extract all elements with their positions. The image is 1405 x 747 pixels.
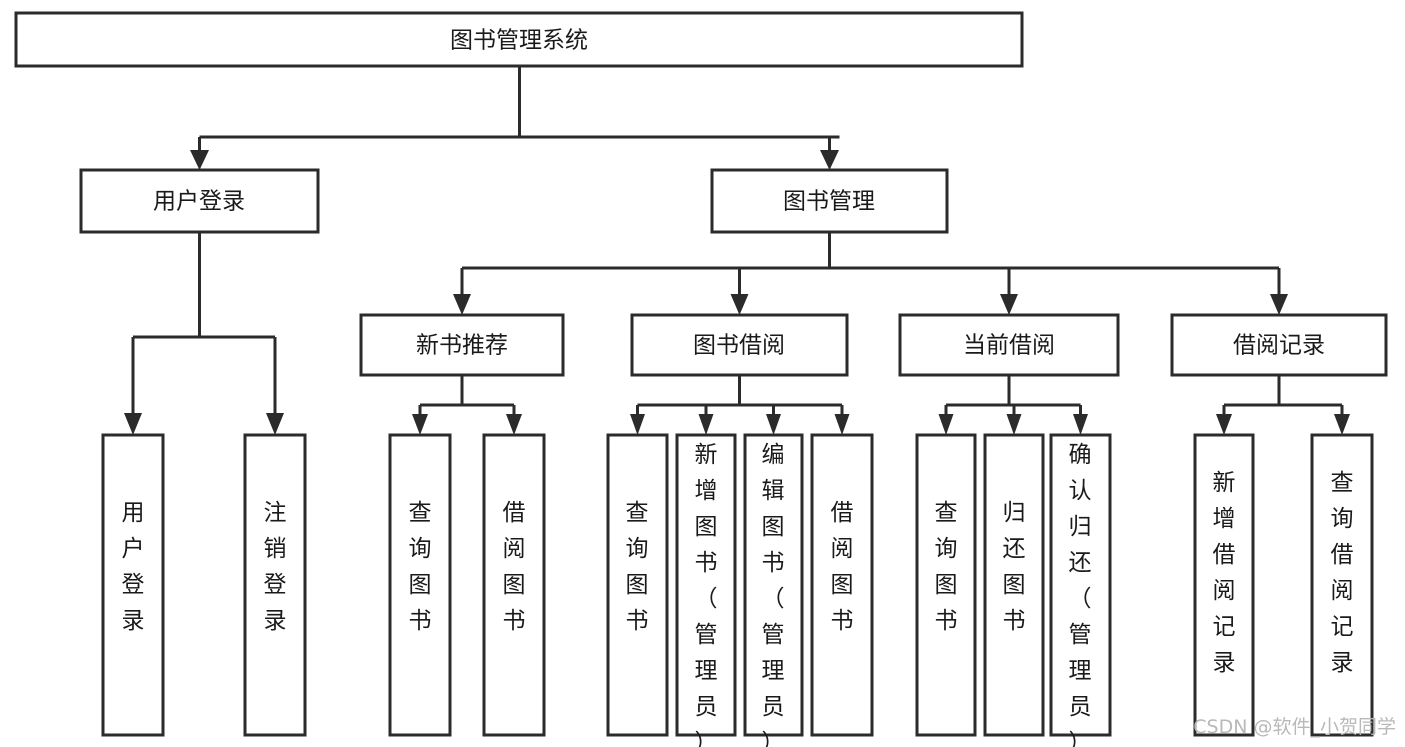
node-leaf-borrow-book-rec-box[interactable] bbox=[482, 433, 546, 737]
node-leaf-query-borrow-record[interactable]: 查询借阅记录 bbox=[1310, 433, 1374, 737]
node-leaf-user-logout[interactable]: 注销登录 bbox=[243, 433, 307, 737]
node-borrow-record[interactable]: 借阅记录 bbox=[1170, 313, 1388, 377]
node-leaf-query-book-bb-label: 查询图书 bbox=[626, 500, 649, 634]
arrow-head-borrow-record bbox=[1270, 294, 1288, 315]
node-leaf-borrow-book-bb-box[interactable] bbox=[810, 433, 874, 737]
node-new-book-rec-label: 新书推荐 bbox=[416, 333, 508, 359]
node-leaf-query-book-bb[interactable]: 查询图书 bbox=[606, 433, 669, 737]
node-leaf-add-book-admin-label: 新增图书（管理员） bbox=[695, 442, 718, 747]
node-book-borrow-box[interactable] bbox=[630, 313, 849, 377]
node-leaf-borrow-book-rec-label: 借阅图书 bbox=[503, 500, 526, 634]
node-leaf-query-book-bb-box[interactable] bbox=[606, 433, 669, 737]
node-leaf-add-book-admin[interactable]: 新增图书（管理员） bbox=[675, 433, 737, 747]
arrow-head-leaf-confirm-return-admin bbox=[1073, 414, 1088, 435]
node-borrow-record-label: 借阅记录 bbox=[1233, 333, 1325, 359]
connector-layer bbox=[124, 66, 1350, 435]
node-leaf-query-borrow-record-box[interactable] bbox=[1310, 433, 1374, 737]
node-leaf-add-borrow-record-box[interactable] bbox=[1193, 433, 1255, 737]
arrow-head-leaf-edit-book-admin bbox=[766, 414, 781, 435]
node-leaf-edit-book-admin[interactable]: 编辑图书（管理员） bbox=[743, 433, 804, 747]
node-book-borrow-label: 图书借阅 bbox=[693, 333, 785, 359]
node-leaf-user-logout-box[interactable] bbox=[243, 433, 307, 737]
node-leaf-return-book-label: 归还图书 bbox=[1003, 500, 1026, 634]
arrow-head-leaf-query-book-rec bbox=[412, 414, 428, 435]
arrow-head-book-manage bbox=[820, 150, 839, 170]
node-leaf-query-book-cb[interactable]: 查询图书 bbox=[915, 433, 977, 737]
node-leaf-query-book-rec[interactable]: 查询图书 bbox=[388, 433, 452, 737]
node-leaf-edit-book-admin-label: 编辑图书（管理员） bbox=[762, 442, 785, 747]
node-leaf-query-borrow-record-label: 查询借阅记录 bbox=[1331, 470, 1354, 676]
node-leaf-borrow-book-bb-label: 借阅图书 bbox=[831, 500, 854, 634]
node-leaf-user-login[interactable]: 用户登录 bbox=[101, 433, 165, 737]
arrow-head-user-login bbox=[190, 150, 209, 170]
node-leaf-borrow-book-rec[interactable]: 借阅图书 bbox=[482, 433, 546, 737]
arrow-head-leaf-return-book bbox=[1006, 414, 1022, 435]
arrow-head-leaf-user-login bbox=[124, 413, 142, 435]
node-leaf-borrow-book-bb[interactable]: 借阅图书 bbox=[810, 433, 874, 737]
node-user-login-label: 用户登录 bbox=[153, 189, 245, 215]
node-leaf-confirm-return-admin-label: 确认归还（管理员） bbox=[1069, 442, 1092, 747]
node-leaf-user-login-box[interactable] bbox=[101, 433, 165, 737]
arrow-head-leaf-add-borrow-record bbox=[1216, 414, 1232, 435]
node-book-manage-label: 图书管理 bbox=[783, 189, 875, 215]
node-leaf-query-book-cb-box[interactable] bbox=[915, 433, 977, 737]
node-root-box[interactable] bbox=[14, 11, 1024, 68]
node-leaf-query-book-rec-box[interactable] bbox=[388, 433, 452, 737]
node-book-manage-box[interactable] bbox=[710, 168, 949, 234]
node-leaf-confirm-return-admin[interactable]: 确认归还（管理员） bbox=[1049, 433, 1112, 747]
node-leaf-return-book-box[interactable] bbox=[983, 433, 1045, 737]
arrow-head-leaf-query-book-cb bbox=[938, 414, 954, 435]
node-leaf-return-book[interactable]: 归还图书 bbox=[983, 433, 1045, 737]
node-borrow-record-box[interactable] bbox=[1170, 313, 1388, 377]
node-leaf-add-borrow-record-label: 新增借阅记录 bbox=[1213, 470, 1236, 676]
csdn-watermark: CSDN @软件_小贺同学 bbox=[1193, 716, 1396, 738]
arrow-head-leaf-borrow-book-rec bbox=[506, 414, 522, 435]
node-leaf-user-login-label: 用户登录 bbox=[122, 500, 145, 634]
node-root-label: 图书管理系统 bbox=[450, 28, 588, 54]
node-leaf-query-book-cb-label: 查询图书 bbox=[935, 500, 958, 634]
node-new-book-rec[interactable]: 新书推荐 bbox=[359, 313, 565, 377]
node-leaf-confirm-return-admin-box[interactable] bbox=[1049, 433, 1112, 737]
node-book-borrow[interactable]: 图书借阅 bbox=[630, 313, 849, 377]
arrow-head-leaf-user-logout bbox=[266, 413, 284, 435]
node-user-login-box[interactable] bbox=[79, 168, 320, 234]
node-current-borrow[interactable]: 当前借阅 bbox=[898, 313, 1120, 377]
node-leaf-user-logout-label: 注销登录 bbox=[264, 500, 287, 634]
arrow-head-leaf-query-borrow-record bbox=[1334, 414, 1350, 435]
arrow-head-leaf-borrow-book-bb bbox=[834, 414, 850, 435]
arrow-head-new-book-rec bbox=[453, 294, 471, 315]
node-current-borrow-box[interactable] bbox=[898, 313, 1120, 377]
arrow-head-book-borrow bbox=[730, 294, 749, 315]
node-leaf-edit-book-admin-box[interactable] bbox=[743, 433, 804, 737]
arrow-head-current-borrow bbox=[1000, 294, 1018, 315]
node-new-book-rec-box[interactable] bbox=[359, 313, 565, 377]
arrow-head-leaf-add-book-admin bbox=[698, 414, 714, 435]
node-user-login[interactable]: 用户登录 bbox=[79, 168, 320, 234]
node-leaf-add-book-admin-box[interactable] bbox=[675, 433, 737, 737]
node-current-borrow-label: 当前借阅 bbox=[963, 333, 1055, 359]
node-root[interactable]: 图书管理系统 bbox=[14, 11, 1024, 68]
node-book-manage[interactable]: 图书管理 bbox=[710, 168, 949, 234]
node-leaf-add-borrow-record[interactable]: 新增借阅记录 bbox=[1193, 433, 1255, 737]
arrow-head-leaf-query-book-bb bbox=[630, 414, 645, 435]
node-leaf-query-book-rec-label: 查询图书 bbox=[409, 500, 432, 634]
